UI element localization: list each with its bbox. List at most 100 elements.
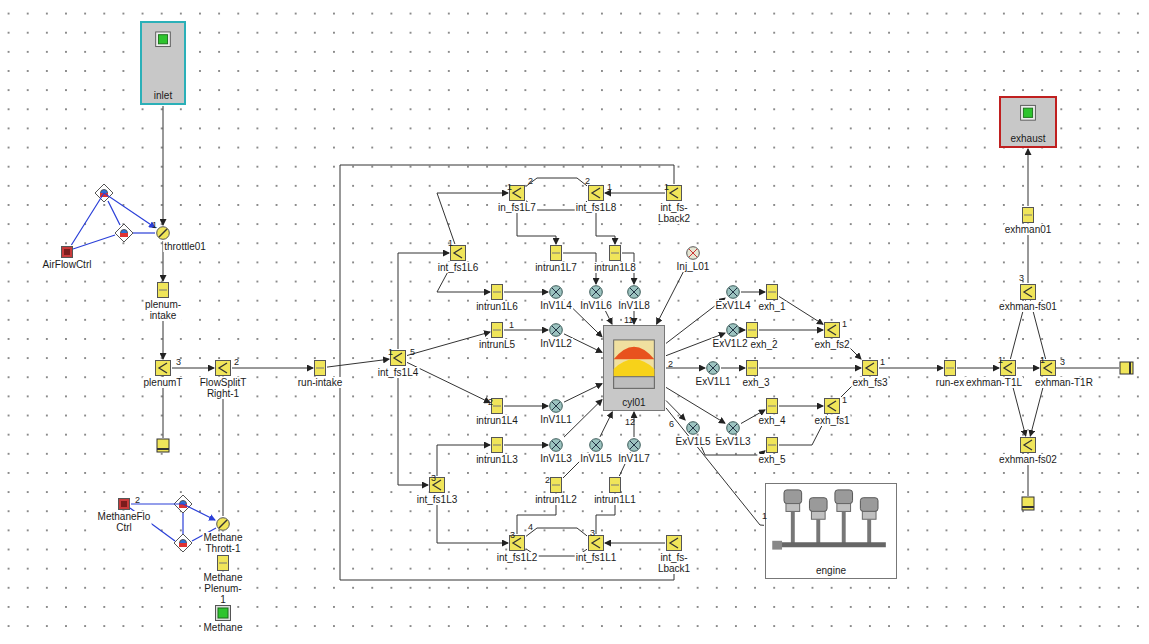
component-node: FlowSplitT Right-1: [215, 360, 231, 376]
component-label: int_fs- Lback1: [657, 552, 691, 574]
component-icon: [491, 437, 503, 453]
port-number: 3: [431, 473, 436, 483]
flow-connector: [504, 292, 548, 293]
port-number: 1: [998, 355, 1003, 365]
component-label: intrunL5: [478, 339, 516, 350]
flow-connector: [526, 178, 587, 186]
component-icon: [156, 226, 170, 240]
component-icon: [627, 438, 641, 452]
component-label: Methane Plenum-1: [203, 572, 244, 605]
flow-connector: [172, 368, 214, 369]
component-node: Methane: [215, 605, 231, 621]
flow-connector: [526, 528, 587, 536]
control-wire: [71, 193, 155, 245]
component-label: int_fs1L8: [575, 202, 618, 213]
component-node: MethaneFlo Ctrl: [118, 498, 130, 510]
component-label: run-ex: [935, 377, 965, 388]
component-icon: [314, 360, 326, 376]
component-label: int_fs- Lback2: [657, 202, 691, 224]
port-number: 4: [528, 522, 533, 532]
component-icon: [155, 360, 171, 376]
port-number: 5: [410, 347, 415, 357]
component-icon: [862, 360, 878, 376]
component-node: intrun1L2: [550, 477, 562, 493]
component-node: InV1L2: [549, 323, 563, 337]
component-node: ExV1L3: [726, 421, 740, 435]
component-label: int_fs1L4: [377, 367, 420, 378]
component-icon: [589, 438, 603, 452]
component-label: intrun1L8: [593, 262, 637, 273]
component-icon: [550, 245, 562, 261]
component-icon: [824, 398, 840, 414]
component-label: exhman01: [1004, 224, 1053, 235]
port-number: 2: [668, 359, 673, 369]
component-label: ExV1L1: [694, 376, 731, 387]
component-label: exhman-T1L: [965, 377, 1023, 388]
component-label: plenum- intake: [144, 299, 182, 321]
flow-connector: [957, 368, 999, 369]
component-label: int_fs1L1: [575, 552, 618, 563]
component-label: FlowSplitT Right-1: [199, 377, 248, 399]
port-number: 1: [762, 511, 767, 521]
component-node: exh_fs1: [824, 398, 840, 414]
component-icon: [746, 360, 758, 376]
port-number: 3: [176, 357, 181, 367]
component-label: intrun1L3: [475, 454, 519, 465]
component-node: InV1L6: [589, 285, 603, 299]
component-node: exhaust: [999, 96, 1057, 148]
component-icon: [61, 246, 73, 258]
component-node: AirFlowCtrl: [61, 246, 73, 258]
sensor-wires: [73, 201, 216, 541]
port-number: 2: [488, 397, 493, 407]
component-label: exh_fs3: [851, 377, 888, 388]
component-label: plenumT: [143, 377, 184, 388]
component-label: cyl01: [604, 397, 664, 408]
component-node: Methane Plenum-1: [217, 555, 229, 571]
component-label: ExV1L5: [674, 436, 711, 447]
component-node: plenum- intake: [157, 282, 169, 298]
port-number: 2: [135, 495, 140, 505]
component-icon: [766, 284, 778, 300]
port-number: 3: [510, 530, 515, 540]
component-icon: [549, 285, 563, 299]
flow-connector: [437, 262, 490, 292]
flow-connector: [163, 106, 164, 225]
flow-connector: [327, 359, 389, 367]
flow-connector: [232, 368, 313, 369]
port-number: 1: [448, 238, 453, 248]
component-label: exhman-T1R: [1034, 377, 1094, 388]
component-label: int_fs1L6: [437, 262, 480, 273]
component-node: ExV1L1: [706, 361, 720, 375]
flow-connector: [759, 330, 823, 331]
port-number: 1: [664, 182, 669, 192]
component-node: cyl01: [603, 325, 665, 411]
component-icon: [766, 398, 778, 414]
component-node: exhman01: [1022, 207, 1034, 223]
port-number: 1: [1040, 355, 1045, 365]
component-node: exh_fs3: [862, 360, 878, 376]
component-icon: [706, 361, 720, 375]
component-label: intrun1L4: [475, 415, 519, 426]
component-label: int_fs1L2: [496, 552, 539, 563]
component-icon: [627, 285, 641, 299]
flow-connector: [398, 367, 428, 485]
port-number: 1: [842, 319, 847, 329]
component-icon: [550, 477, 562, 493]
component-node: run-intake: [314, 360, 326, 376]
port-number: 11: [624, 315, 633, 325]
component-label: exh_3: [741, 377, 770, 388]
flow-connector: [666, 387, 725, 423]
flow-connector: [666, 408, 764, 525]
component-node: inlet: [140, 21, 186, 105]
component-node: int_fs- Lback1: [666, 535, 682, 551]
component-icon: [766, 484, 896, 578]
component-icon: [746, 322, 758, 338]
component-node: engine: [765, 483, 897, 579]
flow-connector: [605, 193, 665, 194]
port-number: 3: [590, 528, 595, 538]
component-icon: [215, 605, 231, 621]
component-label: exh_fs2: [813, 339, 850, 350]
component-node: intrun1L6: [491, 284, 503, 300]
port-number: 1: [607, 182, 612, 192]
component-icon: [491, 322, 503, 338]
